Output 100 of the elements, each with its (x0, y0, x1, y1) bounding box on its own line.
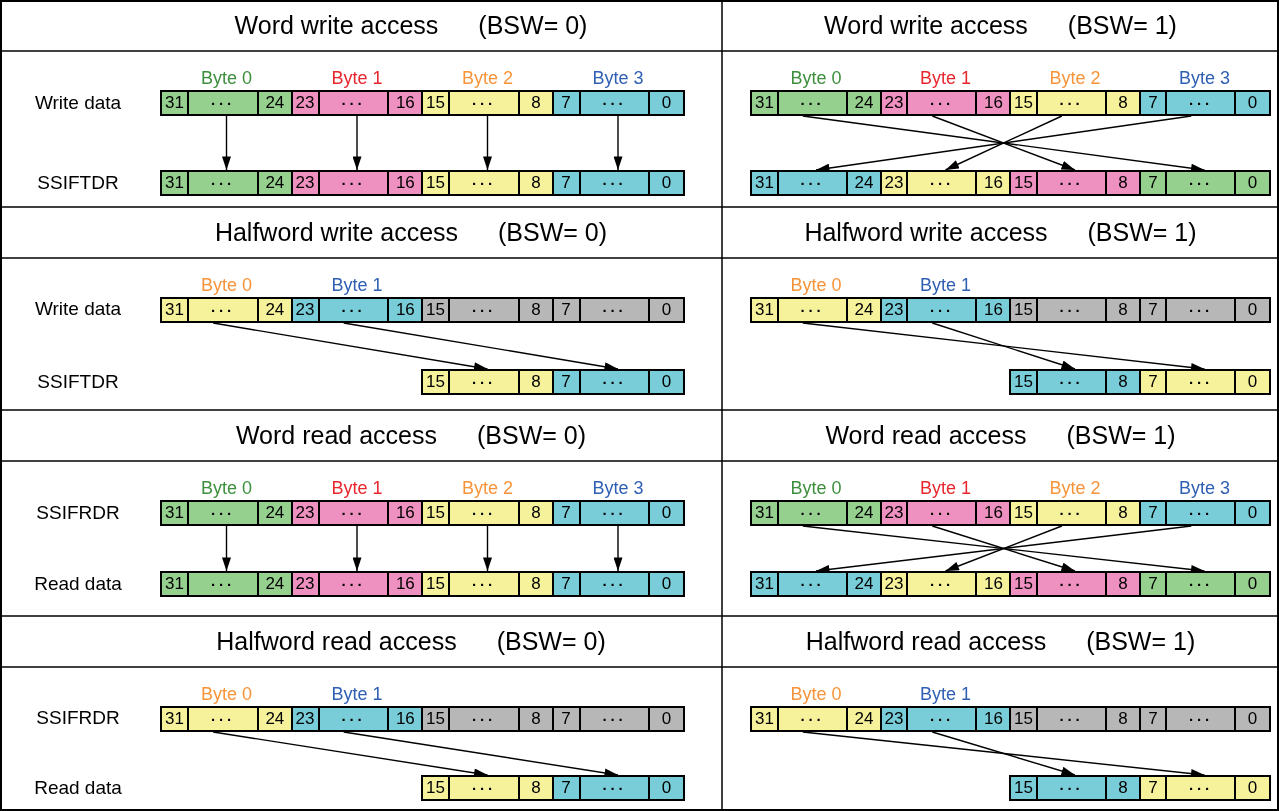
bit-field (290, 90, 424, 116)
bit-number: 15 (1011, 573, 1038, 595)
bit-number: 31 (162, 299, 190, 321)
ellipsis: ··· (908, 172, 978, 194)
ellipsis: ··· (450, 92, 520, 114)
bit-field (551, 775, 685, 801)
bit-field (750, 706, 882, 732)
arrow (222, 525, 231, 572)
byte-label: Byte 0 (201, 68, 252, 88)
bit-number: 24 (264, 172, 286, 194)
bit-number: 8 (1117, 777, 1129, 799)
byte-label: Byte 1 (331, 68, 383, 88)
bit-field (290, 571, 424, 597)
bit-number: 23 (881, 708, 909, 730)
bit-number: 24 (264, 299, 286, 321)
ellipsis: ··· (1037, 573, 1107, 595)
bit-number: 15 (1011, 371, 1038, 393)
panel-title: Word write access (234, 11, 439, 40)
ellipsis: ··· (450, 573, 520, 595)
bit-number: 7 (1140, 371, 1168, 393)
bit-number: 0 (660, 371, 673, 393)
panel-title: Word read access (235, 421, 437, 450)
ellipsis: ··· (1037, 299, 1107, 321)
bit-number: 8 (1117, 92, 1129, 114)
arrow (212, 322, 489, 372)
bit-field (1009, 90, 1141, 116)
bit-number: 24 (853, 299, 875, 321)
bit-field (879, 706, 1012, 732)
arrow (613, 525, 623, 572)
byte-label: Byte 0 (790, 275, 842, 295)
arrow (222, 115, 231, 171)
bit-number: 16 (394, 573, 416, 595)
bit-number: 16 (394, 92, 416, 114)
bit-number: 15 (423, 172, 451, 194)
bit-field (879, 90, 1012, 116)
bit-number: 15 (1011, 172, 1038, 194)
bit-field (160, 297, 293, 323)
byte-label: Byte 2 (1049, 478, 1101, 498)
bit-field (160, 500, 293, 526)
ellipsis: ··· (580, 371, 651, 393)
register-label: SSIFTDR (37, 371, 119, 393)
arrow (352, 525, 362, 572)
bit-number: 7 (553, 299, 581, 321)
bit-number: 16 (983, 172, 1004, 194)
bit-field (160, 571, 293, 597)
panel-title: Word write access (824, 11, 1028, 40)
bit-number: 15 (423, 371, 451, 393)
byte-label: Byte 1 (331, 478, 383, 498)
bit-field (290, 500, 424, 526)
bit-field (160, 90, 293, 116)
ellipsis: ··· (319, 92, 390, 114)
ellipsis: ··· (189, 573, 259, 595)
register-label: Write data (34, 92, 122, 114)
byte-label: Byte 0 (201, 684, 252, 704)
bit-field (879, 297, 1012, 323)
byte-label: Byte 3 (592, 478, 644, 498)
ellipsis: ··· (778, 172, 848, 194)
bit-number: 16 (983, 92, 1004, 114)
ellipsis: ··· (189, 172, 259, 194)
arrow (944, 525, 1063, 572)
bit-number: 15 (1011, 299, 1038, 321)
byte-label: Byte 0 (201, 478, 252, 498)
ellipsis: ··· (1167, 299, 1237, 321)
bit-field (750, 90, 882, 116)
ellipsis: ··· (1167, 573, 1237, 595)
bit-field (421, 706, 554, 732)
ellipsis: ··· (908, 299, 978, 321)
bit-number: 16 (394, 502, 416, 524)
bit-number: 15 (423, 573, 451, 595)
bit-number: 15 (423, 708, 451, 730)
mode-label: (BSW= 1) (1066, 421, 1176, 450)
bit-field (750, 500, 882, 526)
bit-number: 8 (1117, 573, 1129, 595)
byte-label: Byte 1 (920, 684, 971, 704)
bit-number: 24 (853, 573, 875, 595)
ellipsis: ··· (908, 502, 978, 524)
bit-number: 8 (1117, 299, 1129, 321)
arrow (613, 115, 623, 171)
ellipsis: ··· (1037, 371, 1107, 393)
bit-number: 0 (1246, 299, 1259, 321)
arrow (931, 525, 1076, 572)
bit-field (1138, 571, 1271, 597)
ellipsis: ··· (450, 502, 520, 524)
ellipsis: ··· (450, 172, 520, 194)
bit-number: 0 (660, 777, 673, 799)
ellipsis: ··· (450, 371, 520, 393)
bit-number: 8 (1117, 502, 1129, 524)
bit-field (750, 170, 882, 196)
bit-number: 0 (660, 708, 673, 730)
bit-field (551, 369, 685, 395)
bit-number: 23 (881, 573, 909, 595)
ellipsis: ··· (1037, 172, 1107, 194)
ellipsis: ··· (319, 502, 390, 524)
bit-number: 24 (264, 708, 286, 730)
bit-number: 15 (1011, 708, 1038, 730)
bit-number: 7 (553, 502, 581, 524)
bit-field (290, 170, 424, 196)
ellipsis: ··· (319, 708, 390, 730)
bit-number: 23 (292, 299, 320, 321)
bit-number: 0 (1246, 371, 1259, 393)
